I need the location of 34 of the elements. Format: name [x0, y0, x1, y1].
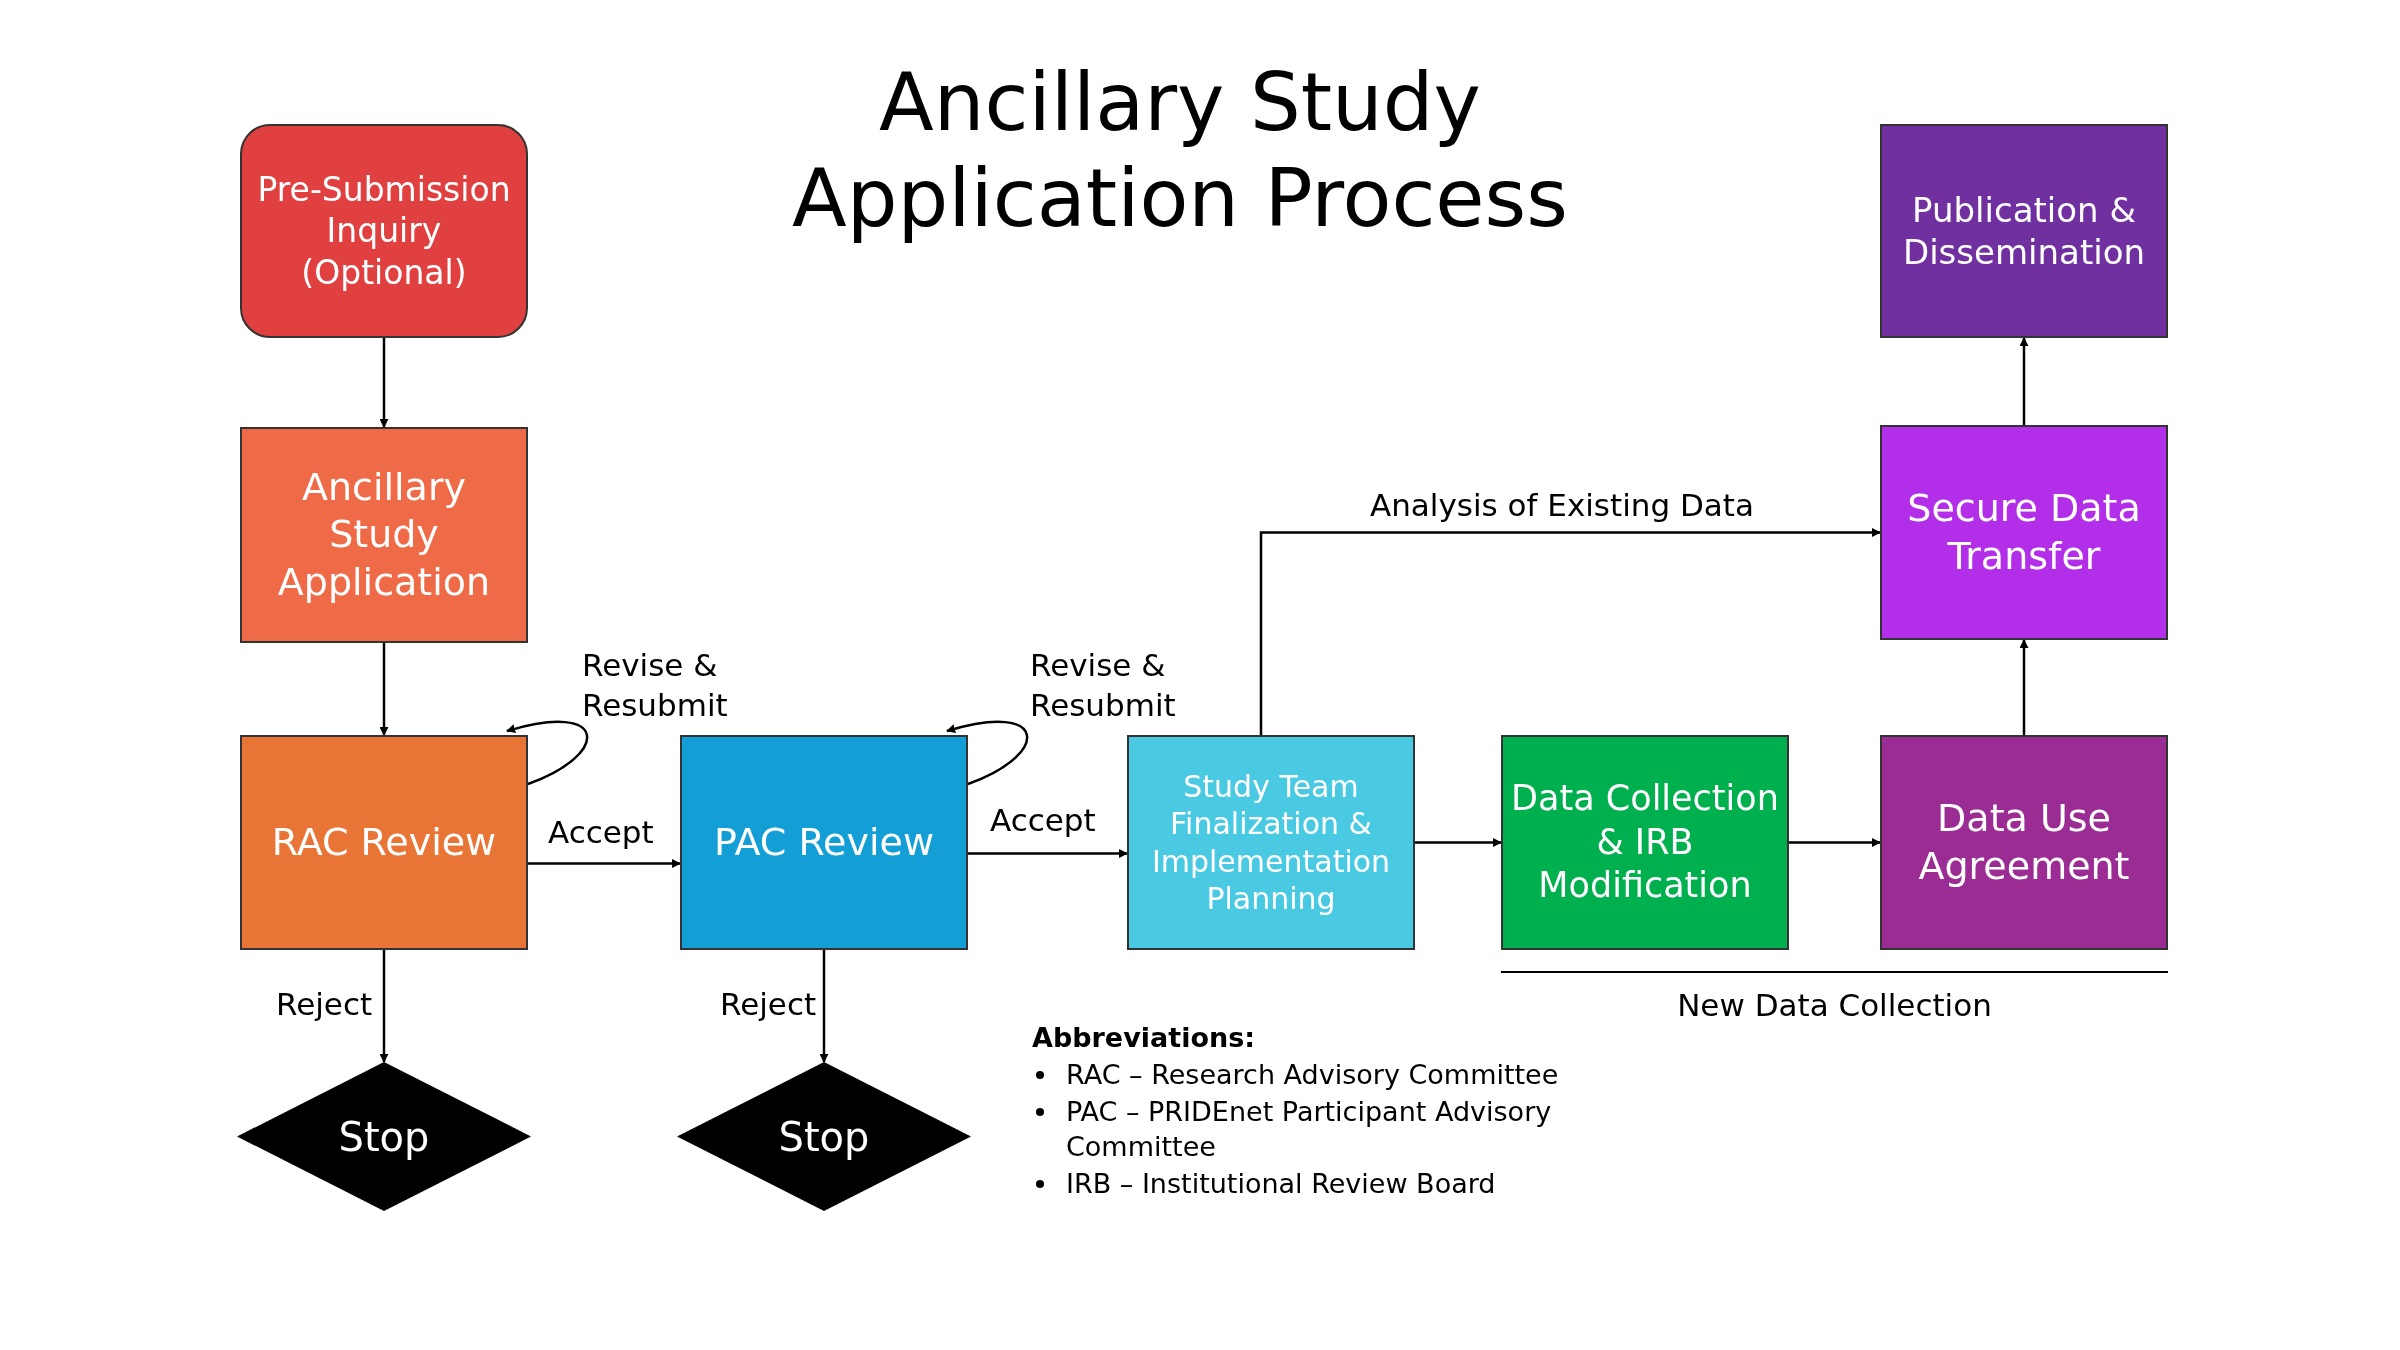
arrow [819, 950, 829, 1063]
node-label: Ancillary Study Application [276, 463, 492, 606]
arrow [1259, 528, 1881, 735]
arrow [379, 950, 389, 1063]
process-box [1501, 735, 1789, 950]
arrow [2019, 337, 2029, 425]
process-box [1127, 735, 1415, 950]
node-label: RAC Review [270, 818, 498, 866]
process-box [1880, 124, 2168, 338]
process-box [1880, 425, 2168, 640]
node-label: Secure Data Transfer [1906, 485, 2142, 580]
arrow [946, 720, 1029, 786]
process-box [680, 735, 968, 950]
node-label: Data Collection & IRB Modification [1510, 776, 1780, 908]
node-label: Stop [777, 1112, 871, 1162]
arrow [1415, 838, 1502, 847]
arrow [379, 338, 389, 428]
arrow [2019, 639, 2029, 735]
node-label: PAC Review [713, 818, 935, 866]
arrow [506, 720, 589, 786]
arrow [379, 643, 389, 736]
arrow [968, 849, 1128, 858]
process-box [240, 735, 528, 950]
node-label: Pre-Submission Inquiry (Optional) [256, 169, 512, 293]
node-label: Study Team Finalization & Implementation Planning [1150, 767, 1392, 918]
arrow [528, 859, 681, 868]
diagram-title: Ancillary Study Application Process [791, 55, 1569, 247]
node-label: Stop [337, 1112, 431, 1162]
node-label: Data Use Agreement [1917, 795, 2131, 890]
process-box [240, 124, 528, 338]
node-label: Publication & Dissemination [1901, 188, 2147, 274]
process-box [240, 427, 528, 643]
process-box [1880, 735, 2168, 950]
arrow [1789, 838, 1881, 847]
